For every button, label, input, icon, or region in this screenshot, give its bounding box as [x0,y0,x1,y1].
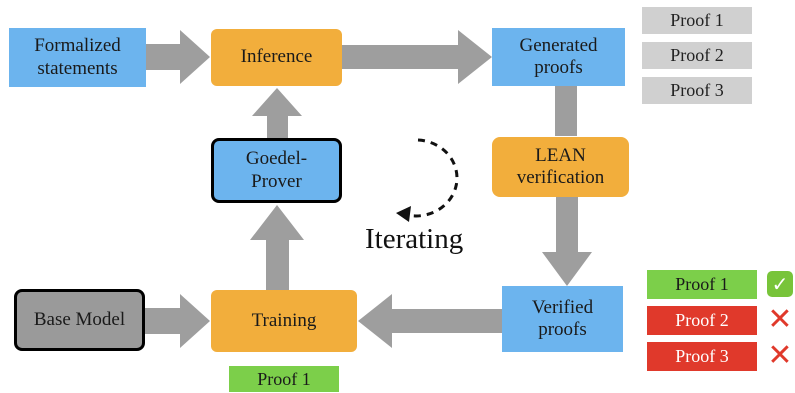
verified-proofs-box: Verified proofs [502,286,623,352]
generated-proof-2: Proof 2 [642,42,752,69]
generated-proofs-box: Generated proofs [492,28,625,86]
iterating-label: Iterating [365,223,464,255]
arrow-training-to-goedel [250,205,304,290]
arrow-base-to-training [145,294,210,348]
arrow-inference-to-generated [342,30,492,84]
verified-proof-2: Proof 2 [647,306,757,335]
generated-proof-3: Proof 3 [642,77,752,104]
base-model-box: Base Model [14,289,145,351]
arrow-verified-to-training [358,294,502,348]
arrow-lean-to-verified [542,197,592,286]
generated-proof-1: Proof 1 [642,7,752,34]
iterating-loop-icon [396,138,459,222]
arrow-generated-to-lean [555,86,577,136]
training-proof-chip: Proof 1 [229,366,339,392]
formalized-statements-box: Formalized statements [9,28,146,87]
arrow-formalized-to-inference [146,30,210,84]
cross-mark-icon: ✕ [767,338,793,373]
training-box: Training [211,290,357,352]
lean-verification-box: LEAN verification [492,137,629,197]
verified-proof-3: Proof 3 [647,342,757,371]
cross-mark-icon: ✕ [767,302,793,337]
inference-box: Inference [211,29,342,86]
arrow-goedel-to-inference [252,88,302,138]
check-mark-icon: ✓ [767,271,793,297]
goedel-prover-box: Goedel- Prover [211,138,342,203]
verified-proof-1: Proof 1 [647,270,757,299]
